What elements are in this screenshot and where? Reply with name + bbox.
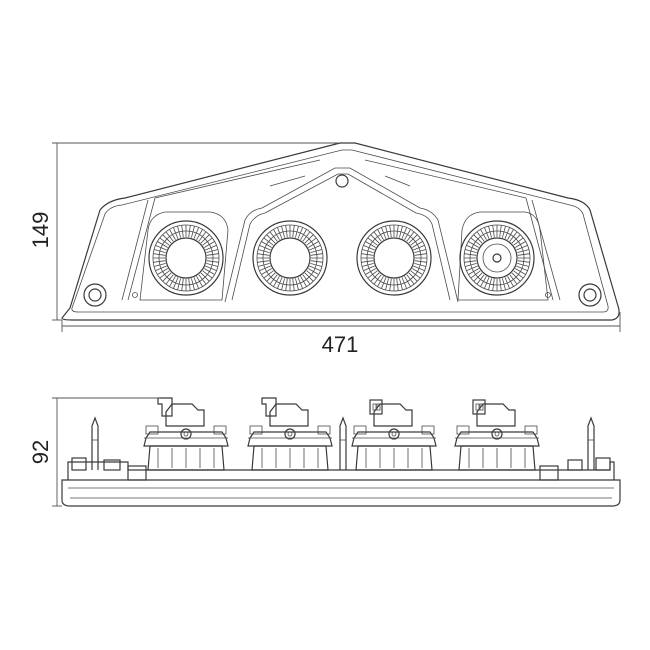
side-module-2 [247,397,333,471]
socket-ribs [468,448,526,468]
dimension-height-side: 92 [28,397,160,507]
locking-tab [249,425,263,435]
lamp-fins [257,225,323,291]
left-side-panel [121,197,156,301]
lamp-cell-1-frame [139,211,229,301]
socket-ribs [365,448,423,468]
lamp-mid-ring [366,230,422,286]
lamp-inner-ring [482,243,512,273]
side-module-4 [454,399,540,471]
top-view [61,142,620,321]
lamp-lens [165,237,207,279]
upper-ribs [154,159,527,199]
lamp-cell-4-frame [457,211,549,301]
socket-boss [284,428,296,440]
lamp-fins [464,225,530,291]
socket-boss [388,428,400,440]
connector-housing [269,403,309,427]
left-block-3 [127,465,147,481]
lamp-bulb [492,253,502,263]
lamp-1 [148,220,224,296]
connector-housing [476,403,516,427]
lamp-4 [459,220,535,296]
lamp-lens [373,237,415,279]
side-view [61,397,621,507]
housing-outline [61,142,620,321]
left-mount-hole-outer [83,283,107,307]
connector-plug [261,397,277,417]
socket-boss [491,428,503,440]
socket-boss [180,428,192,440]
center-frame-inner [231,173,451,301]
dimension-height-top-label: 149 [28,212,53,249]
locking-tab [456,425,470,435]
lamp-mid-ring [469,230,525,286]
right-mount-hole-inner [583,288,597,302]
right-block-3 [595,457,611,471]
lamp-fins [361,225,427,291]
locking-tab [145,425,159,435]
right-mount-hole-outer [578,283,602,307]
left-small-hole [132,292,138,298]
right-pin [587,416,595,470]
lamp-outer-ring [459,220,535,296]
lamp-3 [356,220,432,296]
socket-ribs [261,448,319,468]
left-connector-block [71,457,87,471]
center-frame [224,167,459,303]
socket-ribs [157,448,215,468]
right-block-2 [567,459,583,471]
locking-tab [317,425,331,435]
side-module-1 [143,397,229,471]
connector-housing [165,403,205,427]
right-block [539,465,559,481]
base-plate [61,479,621,507]
locking-tab [421,425,435,435]
lamp-mid-ring [158,230,214,286]
connector-housing [373,403,413,427]
lamp-outer-ring [252,220,328,296]
lamp-lens [476,237,518,279]
connector-plug [472,399,486,415]
left-pin [91,416,99,470]
right-side-panel [525,197,561,301]
center-pin [339,416,347,470]
dimension-height-side-label: 92 [28,440,53,464]
locking-tab [353,425,367,435]
housing-inner [71,149,609,313]
locking-tab [524,425,538,435]
lamp-lens [269,237,311,279]
left-mount-hole-inner [88,288,102,302]
lamp-outer-ring [356,220,432,296]
connector-plug [369,399,383,415]
lamp-group [148,220,535,296]
dimension-width-top: 471 [61,312,621,357]
housing-strip [67,461,615,480]
locking-tab [213,425,227,435]
dimension-width-top-label: 471 [322,332,359,357]
lamp-2 [252,220,328,296]
lamp-mid-ring [262,230,318,286]
lamp-outer-ring [148,220,224,296]
side-module-3 [351,399,437,471]
top-mount-hole [335,174,349,188]
lamp-fins [153,225,219,291]
dimension-height-top: 149 [28,142,338,321]
side-module-group [143,397,540,471]
left-block-2 [103,459,121,471]
